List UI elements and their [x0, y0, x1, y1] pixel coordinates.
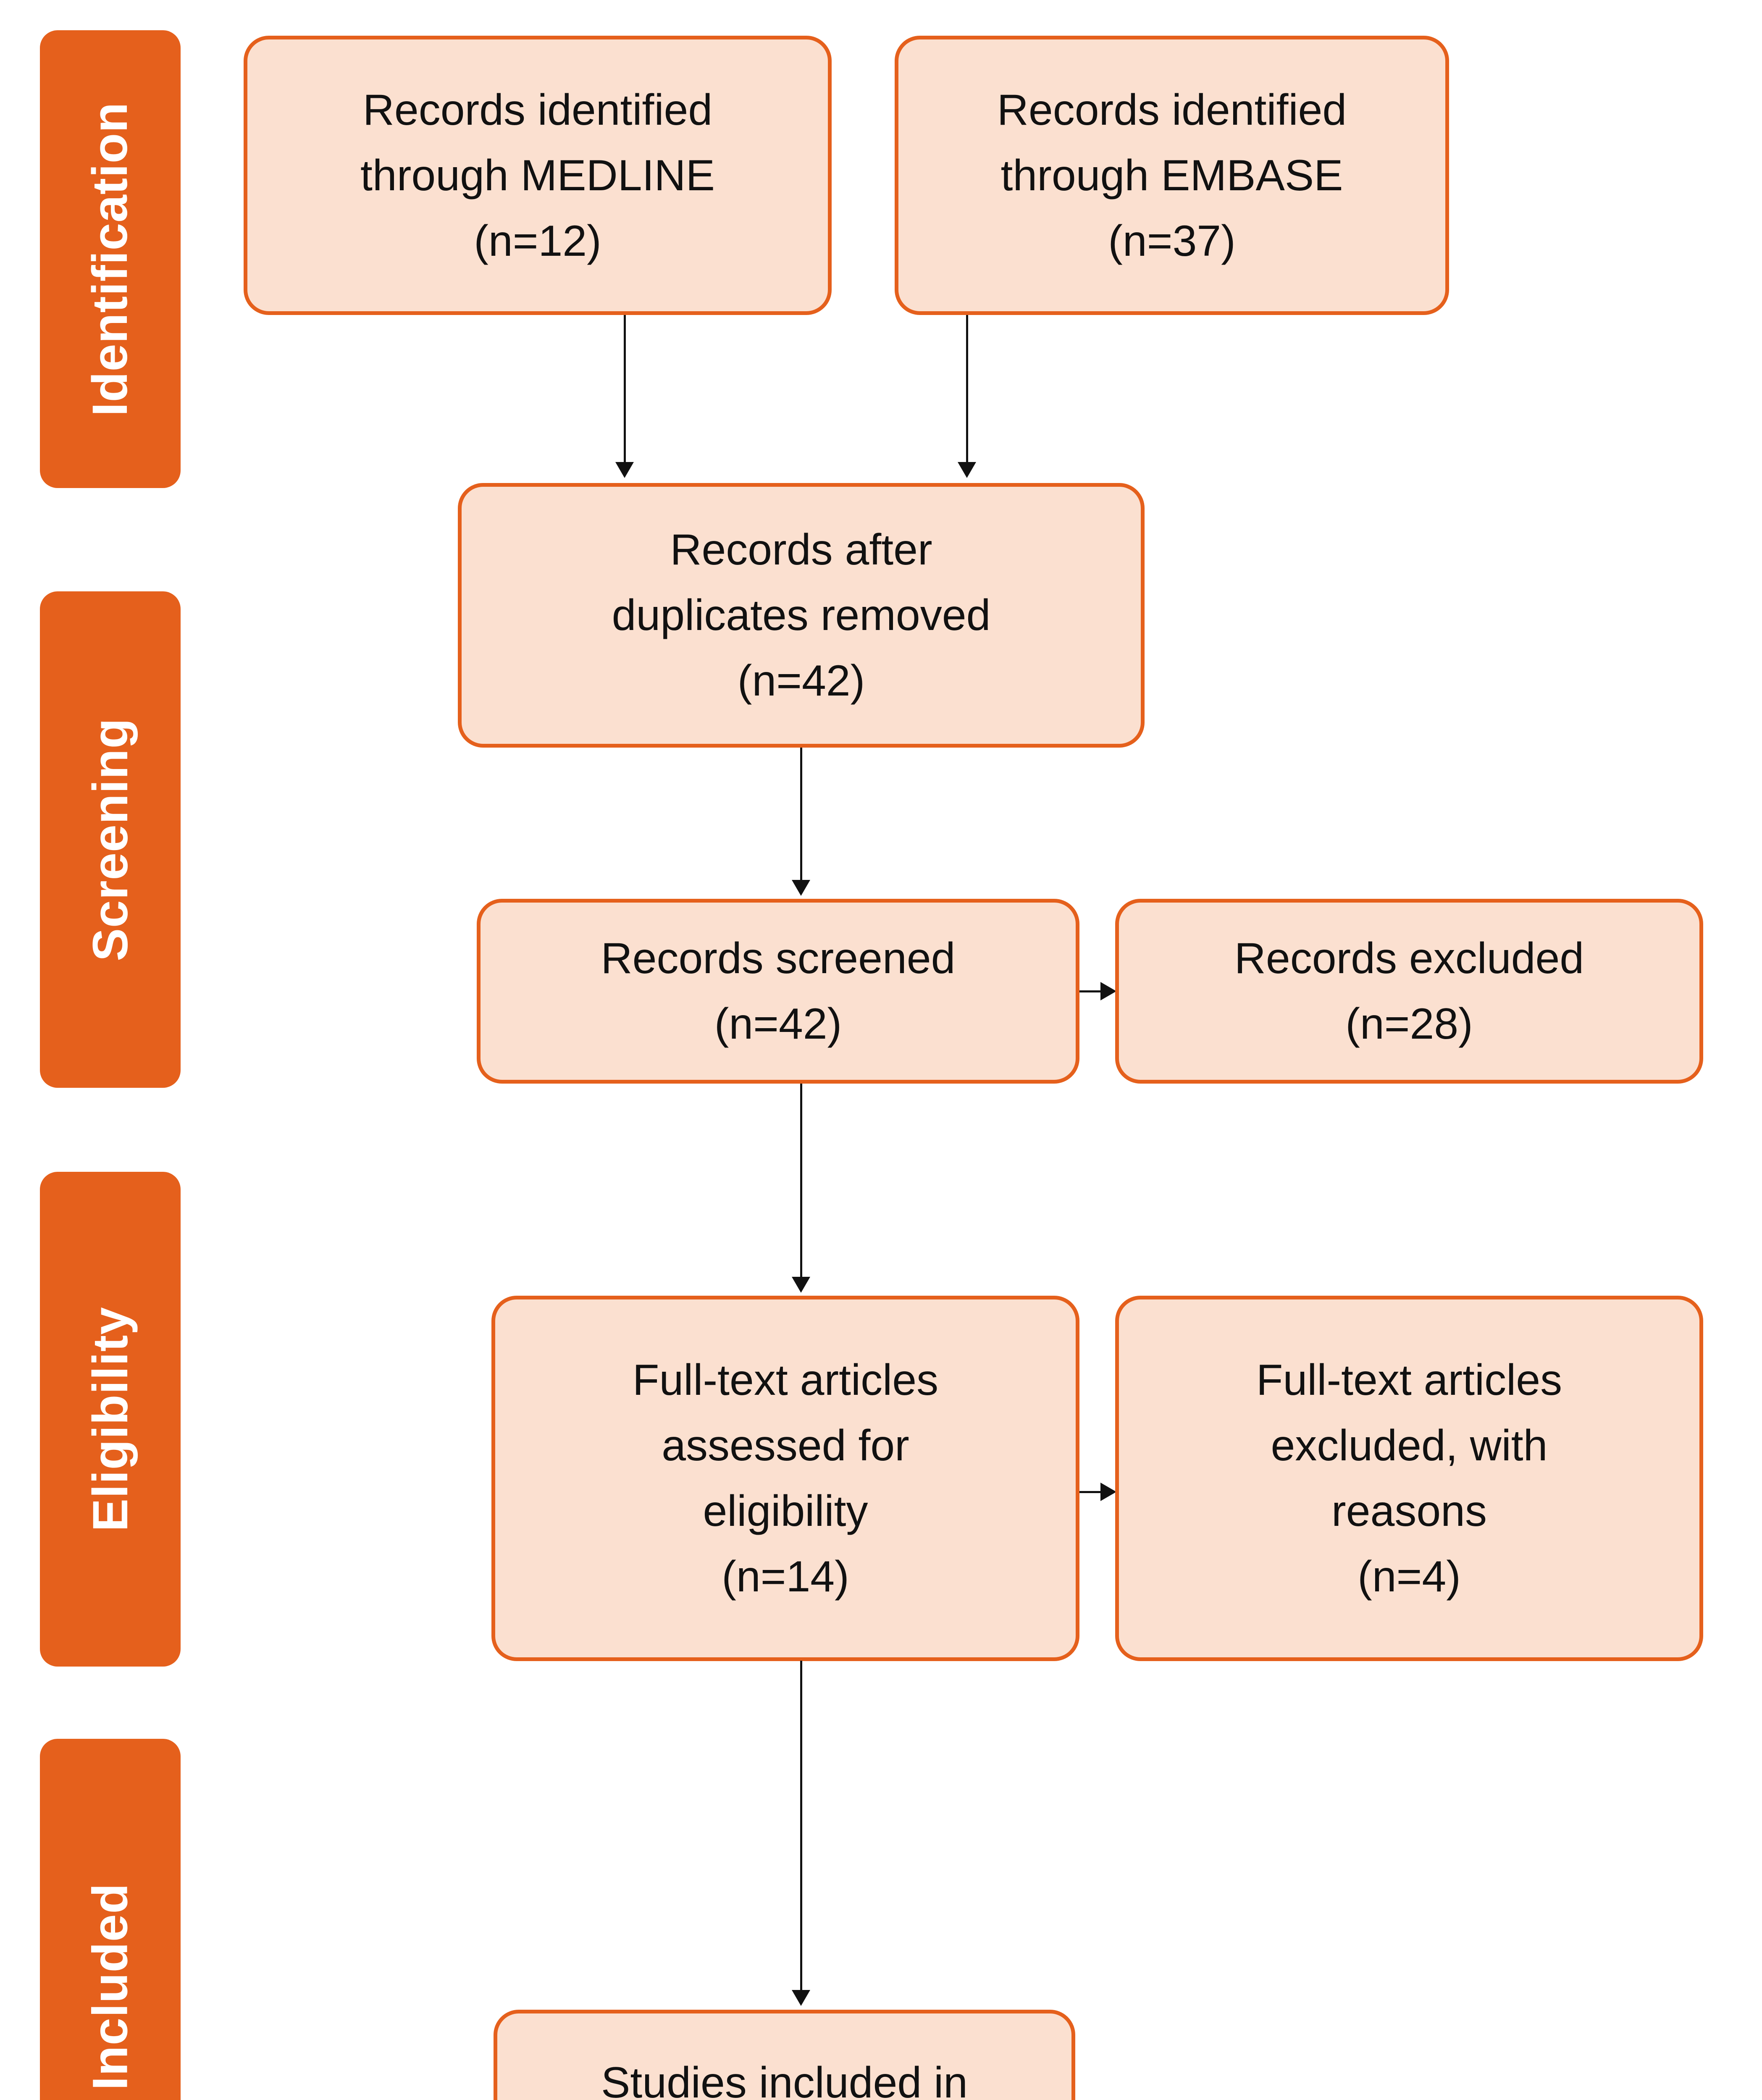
stage-rail-eligibility: Eligibility — [40, 1172, 181, 1667]
box-screened-line1: Records screened — [601, 934, 956, 983]
connector-screened-to-excluded — [1079, 990, 1105, 992]
box-included-line1: Studies included in — [601, 2058, 968, 2100]
connector-dedup-to-screened — [800, 748, 802, 882]
box-dedup-line3: (n=42) — [737, 656, 865, 705]
box-fulltext-line1: Full-text articles — [632, 1356, 939, 1404]
box-screened-line2: (n=42) — [714, 1000, 842, 1048]
box-ft-excl-line3: reasons — [1331, 1487, 1487, 1536]
box-medline-line2: through MEDLINE — [360, 151, 715, 200]
box-records-embase: Records identified through EMBASE (n=37) — [895, 36, 1449, 315]
box-records-after-duplicates-removed: Records after duplicates removed (n=42) — [458, 483, 1145, 748]
connector-screened-to-fulltext — [800, 1084, 802, 1279]
box-embase-line1: Records identified — [997, 85, 1347, 134]
box-ft-excl-line4: (n=4) — [1358, 1552, 1461, 1601]
box-fulltext-assessed: Full-text articles assessed for eligibil… — [491, 1296, 1079, 1661]
stage-label-identification: Identification — [82, 102, 138, 417]
stage-rail-identification: Identification — [40, 30, 181, 488]
box-rec-excl-line1: Records excluded — [1234, 934, 1584, 983]
stage-rail-included: Included — [40, 1739, 181, 2100]
box-fulltext-line3: eligibility — [703, 1487, 868, 1536]
arrowhead-medline-to-dedup — [615, 462, 634, 478]
arrowhead-fulltext-to-included — [792, 1990, 810, 2006]
box-fulltext-excluded: Full-text articles excluded, with reason… — [1115, 1296, 1703, 1661]
connector-medline-to-dedup — [624, 315, 626, 464]
box-embase-line3: (n=37) — [1108, 216, 1236, 265]
box-ft-excl-line1: Full-text articles — [1256, 1356, 1562, 1404]
stage-label-included: Included — [82, 1883, 138, 2090]
box-ft-excl-line2: excluded, with — [1271, 1421, 1548, 1470]
box-dedup-line2: duplicates removed — [612, 591, 991, 640]
connector-fulltext-to-ftexcluded — [1079, 1491, 1105, 1493]
box-records-screened: Records screened (n=42) — [477, 899, 1079, 1084]
box-fulltext-line4: (n=14) — [722, 1552, 849, 1601]
connector-embase-to-dedup — [966, 315, 968, 464]
arrowhead-screened-to-excluded — [1100, 982, 1116, 1000]
box-records-excluded: Records excluded (n=28) — [1115, 899, 1703, 1084]
box-studies-included: Studies included in therapeutic review (… — [494, 2010, 1075, 2100]
arrowhead-screened-to-fulltext — [792, 1277, 810, 1293]
box-medline-line3: (n=12) — [474, 216, 601, 265]
box-rec-excl-line2: (n=28) — [1345, 1000, 1473, 1048]
box-embase-line2: through EMBASE — [1000, 151, 1343, 200]
stage-label-screening: Screening — [82, 718, 138, 961]
box-fulltext-line2: assessed for — [662, 1421, 909, 1470]
stage-label-eligibility: Eligibility — [82, 1307, 138, 1532]
arrowhead-fulltext-to-ftexcluded — [1100, 1483, 1116, 1501]
stage-rail-screening: Screening — [40, 591, 181, 1088]
box-records-medline: Records identified through MEDLINE (n=12… — [244, 36, 832, 315]
connector-fulltext-to-included — [800, 1661, 802, 1992]
box-medline-line1: Records identified — [362, 85, 713, 134]
arrowhead-embase-to-dedup — [958, 462, 976, 478]
arrowhead-dedup-to-screened — [792, 880, 810, 896]
box-dedup-line1: Records after — [670, 525, 932, 574]
